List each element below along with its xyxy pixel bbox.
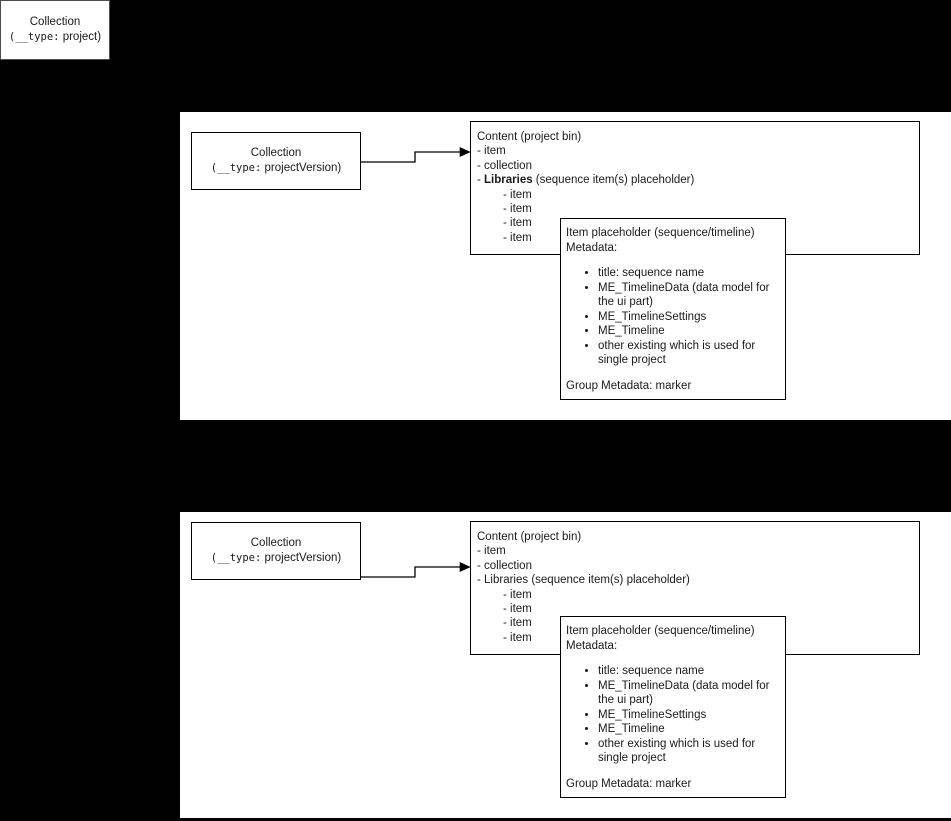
- item-placeholder-box-upper: Item placeholder (sequence/timeline) Met…: [560, 218, 786, 400]
- libraries-label: Libraries: [484, 174, 533, 187]
- collection-box-lower-title: Collection: [250, 537, 302, 549]
- libraries-prefix: -: [477, 174, 485, 187]
- collection-box-lower-type: (__type: projectVersion): [211, 551, 342, 566]
- content-title: Content (project bin): [477, 131, 582, 143]
- metadata-item: ME_Timeline: [598, 324, 785, 339]
- type-key: (__type:: [210, 552, 262, 564]
- content-subitem: - item: [503, 203, 532, 216]
- content-line-collection: - collection: [477, 159, 532, 172]
- content-title: Content (project bin): [477, 531, 582, 543]
- collection-box-lower: Collection (__type: projectVersion): [191, 522, 361, 580]
- arrow-upper: [361, 147, 471, 163]
- libraries-prefix: -: [477, 574, 485, 587]
- group-metadata: Group Metadata: marker: [566, 379, 692, 392]
- collection-card-project-title: Collection: [29, 16, 81, 28]
- arrow-lower: [361, 562, 471, 578]
- metadata-item: other existing which is used for single …: [598, 737, 785, 766]
- type-value: project): [62, 31, 102, 43]
- collection-card-project-type: (__type: project): [9, 30, 101, 45]
- group-metadata: Group Metadata: marker: [566, 777, 692, 790]
- content-subitem: - item: [503, 588, 532, 601]
- type-key: (__type:: [210, 162, 262, 174]
- libraries-suffix: (sequence item(s) placeholder): [532, 174, 695, 187]
- content-subitem: - item: [503, 217, 532, 230]
- metadata-item: title: sequence name: [598, 664, 785, 679]
- item-placeholder-title: Item placeholder (sequence/timeline): [566, 625, 755, 637]
- metadata-item: ME_TimelineData (data model for the ui p…: [598, 679, 785, 708]
- item-placeholder-metadata-label: Metadata:: [566, 241, 618, 254]
- content-subitem: - item: [503, 188, 532, 201]
- content-subitem: - item: [503, 231, 532, 244]
- item-placeholder-metadata-label: Metadata:: [566, 639, 618, 652]
- metadata-item: ME_TimelineSettings: [598, 310, 785, 325]
- content-line-item: - item: [477, 545, 506, 558]
- collection-card-project: Collection (__type: project): [0, 0, 110, 60]
- libraries-suffix: (sequence item(s) placeholder): [528, 574, 690, 587]
- type-value: projectVersion): [264, 552, 342, 564]
- type-value: projectVersion): [264, 162, 342, 174]
- metadata-item: ME_TimelineData (data model for the ui p…: [598, 281, 785, 310]
- content-subitem: - item: [503, 631, 532, 644]
- content-line-collection: - collection: [477, 559, 532, 572]
- content-line-libraries: - Libraries (sequence item(s) placeholde…: [477, 173, 919, 187]
- metadata-item: other existing which is used for single …: [598, 339, 785, 368]
- collection-box-upper-title: Collection: [250, 147, 302, 159]
- type-key: (__type:: [8, 31, 60, 43]
- metadata-list: title: sequence name ME_TimelineData (da…: [566, 266, 785, 368]
- content-subitem: - item: [503, 617, 532, 630]
- content-line-item: - item: [477, 145, 506, 158]
- metadata-list: title: sequence name ME_TimelineData (da…: [566, 664, 785, 766]
- item-placeholder-box-lower: Item placeholder (sequence/timeline) Met…: [560, 616, 786, 798]
- metadata-item: ME_Timeline: [598, 722, 785, 737]
- collection-box-upper: Collection (__type: projectVersion): [191, 132, 361, 190]
- item-placeholder-title: Item placeholder (sequence/timeline): [566, 227, 755, 239]
- libraries-label: Libraries: [484, 574, 529, 587]
- content-box-upper: Content (project bin) - item - collectio…: [470, 121, 920, 255]
- metadata-item: ME_TimelineSettings: [598, 708, 785, 723]
- metadata-item: title: sequence name: [598, 266, 785, 281]
- collection-box-upper-type: (__type: projectVersion): [211, 161, 342, 176]
- content-line-libraries: - Libraries (sequence item(s) placeholde…: [477, 573, 919, 587]
- content-subitem: - item: [503, 603, 532, 616]
